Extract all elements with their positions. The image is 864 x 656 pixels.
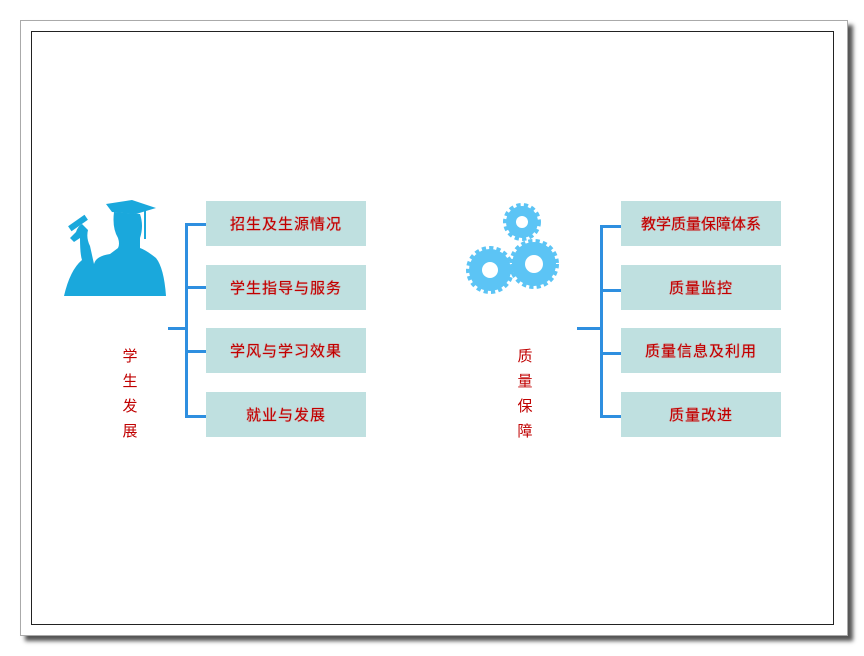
label-char: 量 <box>517 372 533 390</box>
connector-branch <box>185 286 207 289</box>
label-char: 学 <box>122 347 138 365</box>
right-group-label: 质 量 保 障 <box>515 344 535 444</box>
connector-branch <box>185 223 207 226</box>
connector-branch <box>600 289 622 292</box>
connector-vertical <box>600 225 603 418</box>
item-box: 学生指导与服务 <box>206 265 366 310</box>
connector-branch <box>600 225 622 228</box>
connector-stub <box>168 327 188 330</box>
slide-border <box>31 31 834 625</box>
label-char: 生 <box>122 372 138 390</box>
item-box: 学风与学习效果 <box>206 328 366 373</box>
label-char: 质 <box>517 347 533 365</box>
connector-vertical <box>185 223 188 418</box>
item-box: 招生及生源情况 <box>206 201 366 246</box>
connector-branch <box>600 352 622 355</box>
graduate-icon <box>64 200 166 296</box>
label-char: 发 <box>122 397 138 415</box>
label-char: 保 <box>517 397 533 415</box>
item-box: 质量信息及利用 <box>621 328 781 373</box>
gears-icon <box>466 203 559 294</box>
connector-branch <box>600 415 622 418</box>
item-box: 就业与发展 <box>206 392 366 437</box>
item-box: 教学质量保障体系 <box>621 201 781 246</box>
item-box: 质量改进 <box>621 392 781 437</box>
label-char: 障 <box>517 422 533 440</box>
connector-stub <box>577 327 603 330</box>
connector-branch <box>185 415 207 418</box>
label-char: 展 <box>122 422 138 440</box>
connector-branch <box>185 350 207 353</box>
left-group-label: 学 生 发 展 <box>120 344 140 444</box>
item-box: 质量监控 <box>621 265 781 310</box>
